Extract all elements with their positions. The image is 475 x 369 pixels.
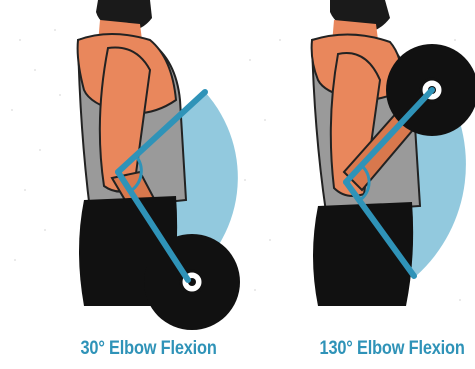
panel-30-degree <box>78 0 240 330</box>
caption-130-elbow-flexion: 130° Elbow Flexion <box>320 338 462 360</box>
caption-30-elbow-flexion: 30° Elbow Flexion <box>81 338 210 360</box>
panel-130-degree <box>312 0 475 306</box>
